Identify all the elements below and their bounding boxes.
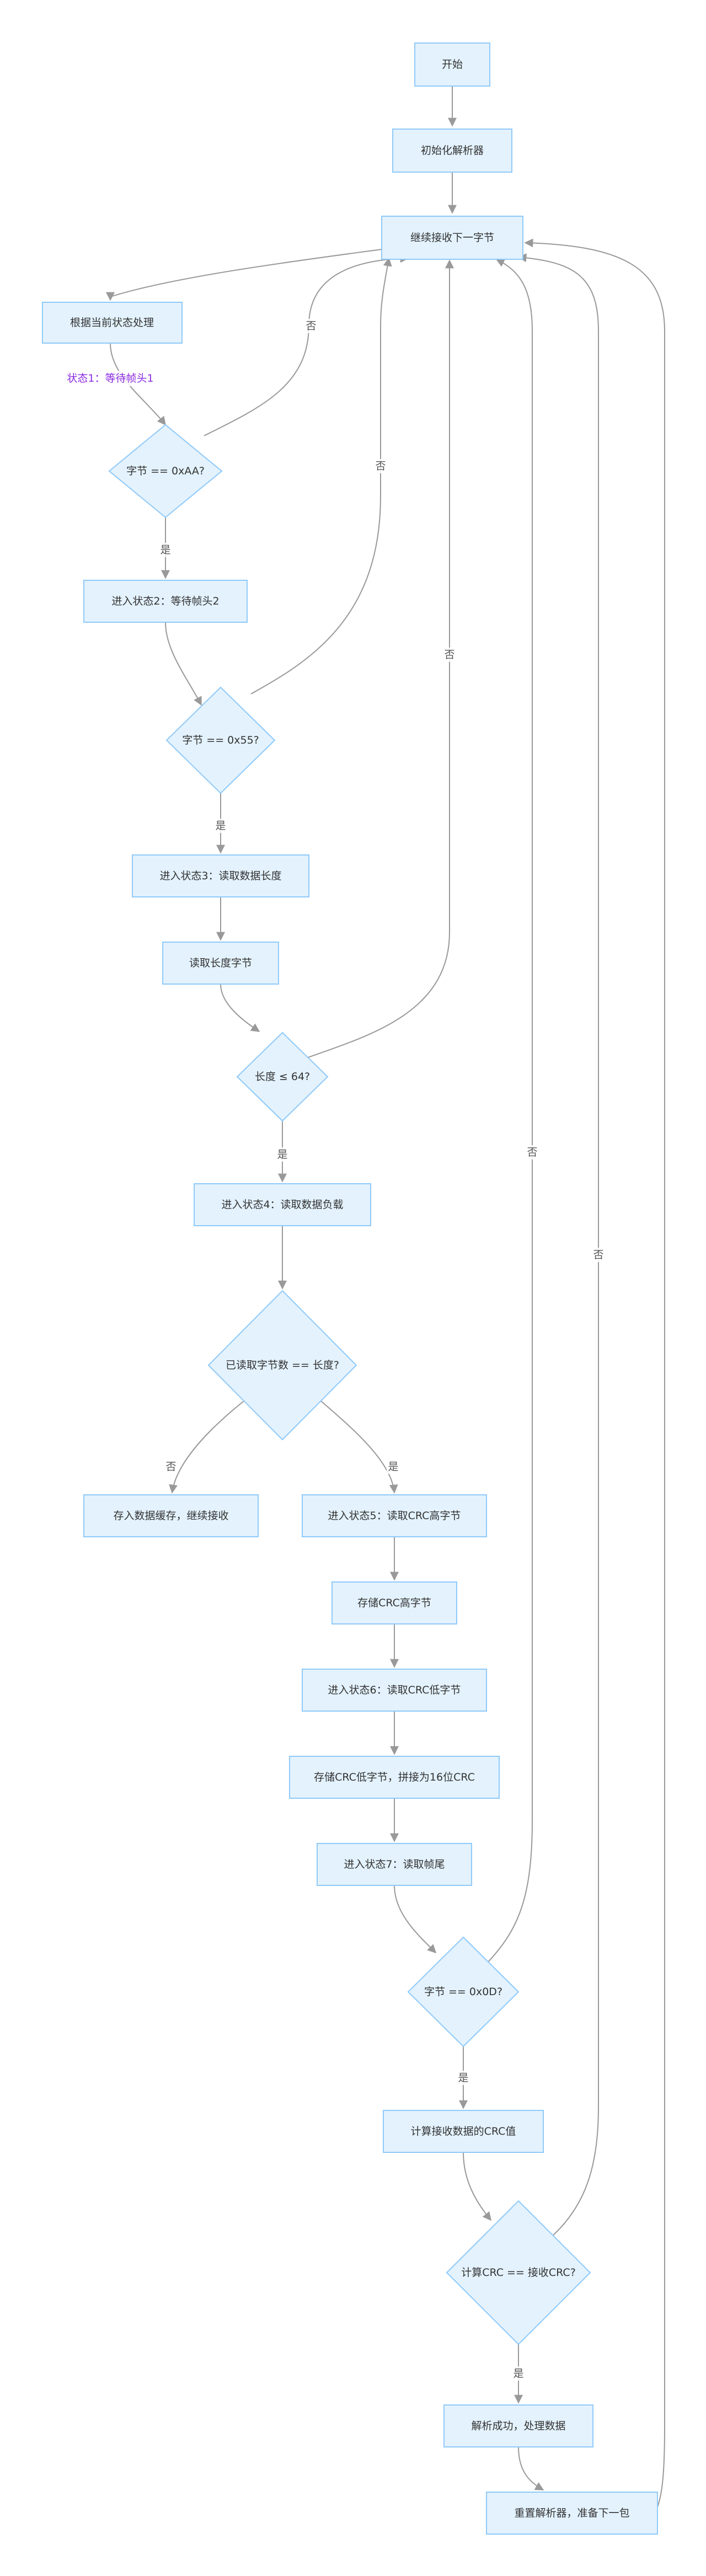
nodes: 开始 初始化解析器 继续接收下一字节 根据当前状态处理 字节 == 0xAA? … — [42, 42, 658, 2535]
edge-label-state1: 状态1：等待帧头1 — [67, 372, 153, 384]
node-d-55: 字节 == 0x55? — [165, 686, 276, 794]
edge-label-yes: 是 — [388, 1461, 398, 1473]
node-s4-label: 进入状态4：读取数据负载 — [221, 1199, 343, 1211]
edge-d-aa-recv-no — [204, 254, 409, 436]
node-s3: 进入状态3：读取数据长度 — [132, 854, 309, 897]
node-d-aa-label: 字节 == 0xAA? — [126, 465, 205, 477]
node-crc-hi-label: 存储CRC高字节 — [357, 1597, 431, 1609]
edge-label-yes: 是 — [215, 820, 226, 832]
edge-d-0d-recv-no — [485, 259, 533, 1965]
node-recv: 继续接收下一字节 — [381, 216, 523, 260]
node-crc-lo-label: 存储CRC低字节，拼接为16位CRC — [314, 1771, 475, 1783]
edge-d-crc-recv-no — [517, 253, 599, 2237]
node-crc-lo: 存储CRC低字节，拼接为16位CRC — [289, 1756, 500, 1799]
label-yes-55: 是 — [214, 819, 227, 833]
edge-readlen-d-len — [220, 984, 260, 1032]
node-s7-label: 进入状态7：读取帧尾 — [344, 1858, 445, 1870]
edge-label-no: 否 — [444, 649, 454, 661]
label-yes-aa: 是 — [159, 543, 172, 557]
label-no-aa: 否 — [304, 319, 318, 333]
edge-d-55-recv-no — [250, 257, 392, 694]
edge-label-no: 否 — [375, 460, 386, 472]
node-s5: 进入状态5：读取CRC高字节 — [302, 1494, 487, 1537]
label-no-len: 否 — [443, 648, 456, 662]
node-crc-hi: 存储CRC高字节 — [331, 1581, 457, 1624]
node-s5-label: 进入状态5：读取CRC高字节 — [328, 1510, 461, 1522]
node-s6-label: 进入状态6：读取CRC低字节 — [328, 1684, 461, 1696]
edge-s7-d-0d — [394, 1885, 437, 1954]
label-no-crc: 否 — [592, 1248, 605, 1262]
label-yes-crc: 是 — [512, 2366, 525, 2381]
node-d-aa: 字节 == 0xAA? — [108, 424, 223, 519]
node-init-label: 初始化解析器 — [421, 145, 484, 157]
edge-label-no: 否 — [593, 1249, 603, 1261]
edge-label-no: 否 — [527, 1146, 537, 1158]
node-dispatch-label: 根据当前状态处理 — [70, 317, 154, 329]
node-init: 初始化解析器 — [392, 129, 512, 173]
edge-labels: 状态1：等待帧头1 否 是 否 是 否 是 否 是 否 是 否 是 — [63, 319, 605, 2381]
label-no-cnt: 否 — [164, 1460, 178, 1474]
edge-label-no: 否 — [306, 320, 316, 332]
label-yes-len: 是 — [276, 1147, 289, 1162]
label-yes-cnt: 是 — [387, 1460, 400, 1474]
edge-ok-reset — [518, 2446, 544, 2491]
label-state1: 状态1：等待帧头1 — [63, 371, 157, 386]
node-d-len: 长度 ≤ 64? — [236, 1032, 329, 1122]
node-calc-label: 计算接收数据的CRC值 — [411, 2125, 516, 2137]
node-ok: 解析成功，处理数据 — [443, 2404, 593, 2447]
node-s6: 进入状态6：读取CRC低字节 — [302, 1669, 487, 1712]
node-readlen: 读取长度字节 — [162, 942, 279, 985]
node-d-crc-label: 计算CRC == 接收CRC? — [461, 2267, 576, 2279]
node-store-label: 存入数据缓存，继续接收 — [113, 1510, 228, 1522]
label-yes-0d: 是 — [457, 2071, 470, 2085]
edge-label-yes: 是 — [458, 2072, 468, 2084]
node-d-55-label: 字节 == 0x55? — [182, 734, 259, 746]
label-no-0d: 否 — [526, 1145, 539, 1159]
label-no-55: 否 — [374, 459, 387, 473]
edge-d-cnt-s5 — [320, 1401, 398, 1494]
edge-s2-d-55 — [165, 622, 202, 706]
node-d-cnt: 已读取字节数 == 长度? — [207, 1290, 357, 1441]
node-s7: 进入状态7：读取帧尾 — [317, 1843, 472, 1886]
node-start: 开始 — [414, 42, 490, 87]
edge-label-yes: 是 — [277, 1148, 287, 1161]
edge-calc-d-crc — [463, 2152, 491, 2221]
edge-label-yes: 是 — [160, 544, 170, 556]
node-store: 存入数据缓存，继续接收 — [83, 1494, 259, 1537]
node-s3-label: 进入状态3：读取数据长度 — [159, 870, 281, 882]
node-calc: 计算接收数据的CRC值 — [383, 2110, 544, 2153]
node-s2-label: 进入状态2：等待帧头2 — [111, 595, 219, 607]
edge-d-cnt-store — [169, 1401, 244, 1494]
node-s2: 进入状态2：等待帧头2 — [83, 580, 248, 623]
node-reset-label: 重置解析器，准备下一包 — [514, 2507, 629, 2519]
node-d-crc: 计算CRC == 接收CRC? — [446, 2200, 591, 2345]
edge-recv-dispatch — [106, 249, 382, 301]
node-d-len-label: 长度 ≤ 64? — [255, 1071, 310, 1083]
edge-reset-recv — [524, 238, 665, 2513]
node-s4: 进入状态4：读取数据负载 — [194, 1183, 371, 1226]
node-dispatch: 根据当前状态处理 — [42, 302, 183, 344]
node-ok-label: 解析成功，处理数据 — [471, 2420, 565, 2432]
node-recv-label: 继续接收下一字节 — [410, 232, 494, 244]
edge-label-no: 否 — [165, 1461, 176, 1473]
node-reset: 重置解析器，准备下一包 — [486, 2492, 658, 2535]
edge-d-len-recv-no — [303, 259, 454, 1060]
node-d-0d-label: 字节 == 0x0D? — [424, 1986, 502, 1998]
node-d-cnt-label: 已读取字节数 == 长度? — [226, 1359, 339, 1371]
node-readlen-label: 读取长度字节 — [189, 957, 252, 969]
edge-label-yes: 是 — [513, 2367, 523, 2380]
node-d-0d: 字节 == 0x0D? — [407, 1936, 520, 2048]
node-start-label: 开始 — [442, 58, 463, 71]
